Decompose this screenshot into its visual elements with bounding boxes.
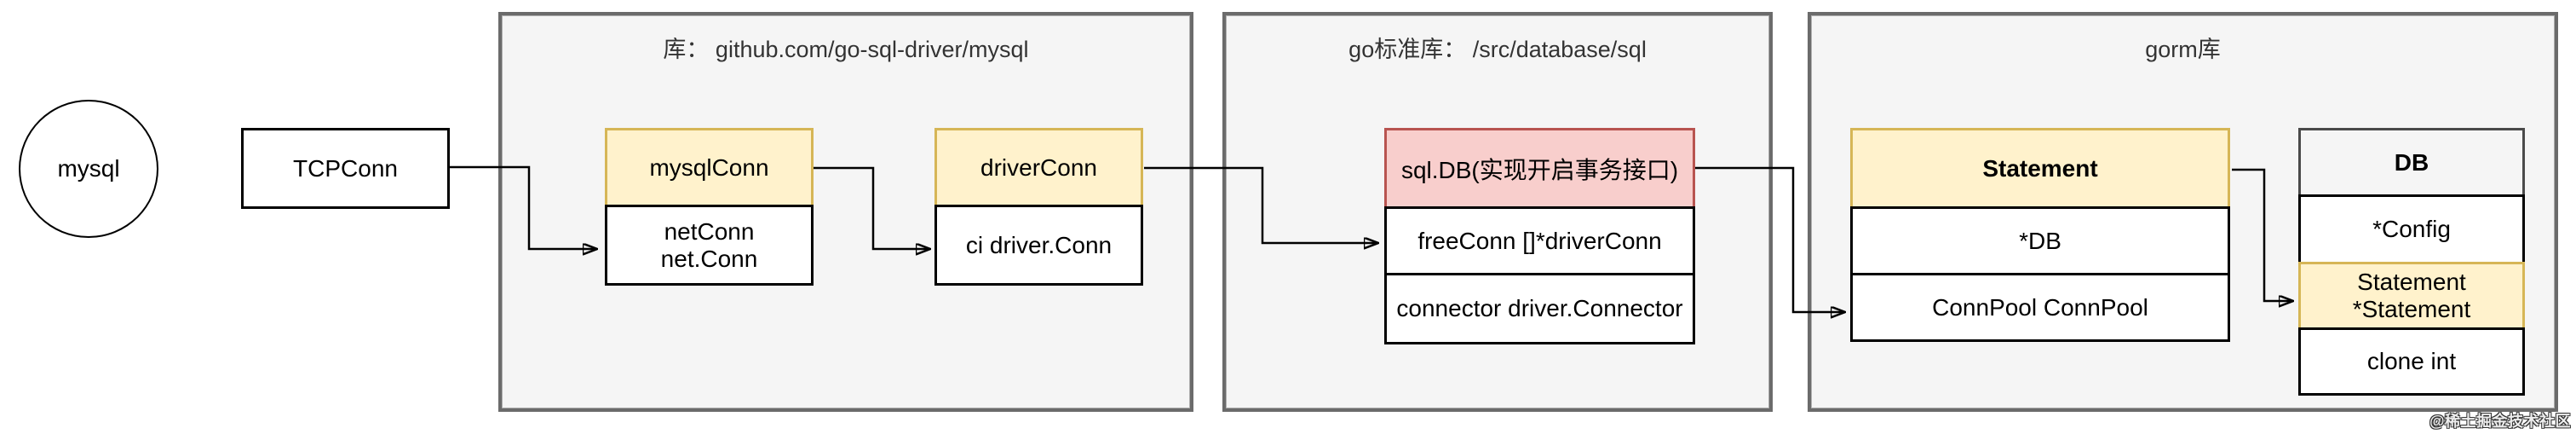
db-table: DB *Config Statement *Statement clone in… [2298,128,2525,396]
statement-connpool-field-cell: ConnPool ConnPool [1850,273,2230,342]
driverconn-ci-field-cell: ci driver.Conn [934,205,1143,286]
mysqlconn-table: mysqlConn netConn net.Conn [605,128,814,286]
db-config-field-cell: *Config [2298,194,2525,264]
mysql-database-node: mysql [19,100,158,238]
sqldb-freeconn-field-cell: freeConn []*driverConn [1384,206,1695,275]
mysqlconn-header-cell: mysqlConn [605,128,814,207]
tcpconn-node: TCPConn [241,128,450,209]
tcpconn-label: TCPConn [293,154,398,182]
db-statement-field-cell: Statement *Statement [2298,262,2525,330]
sqldb-table: sql.DB(实现开启事务接口) freeConn []*driverConn … [1384,128,1695,344]
db-clone-field-cell: clone int [2298,327,2525,396]
db-header-cell: DB [2298,128,2525,197]
container-gorm-lib-title: gorm库 [2145,37,2221,62]
driverconn-header-cell: driverConn [934,128,1143,207]
sqldb-header-cell: sql.DB(实现开启事务接口) [1384,128,1695,209]
statement-db-field-cell: *DB [1850,206,2230,275]
statement-header-cell: Statement [1850,128,2230,209]
container-go-sql-driver-title: 库： github.com/go-sql-driver/mysql [663,37,1029,62]
mysql-database-label: mysql [57,155,120,182]
sqldb-connector-field-cell: connector driver.Connector [1384,273,1695,344]
mysqlconn-netconn-field-cell: netConn net.Conn [605,205,814,286]
driverconn-table: driverConn ci driver.Conn [934,128,1143,286]
statement-table: Statement *DB ConnPool ConnPool [1850,128,2230,342]
juejin-watermark: @稀土掘金技术社区 [2429,413,2571,430]
container-go-std-lib-title: go标准库： /src/database/sql [1348,37,1647,62]
